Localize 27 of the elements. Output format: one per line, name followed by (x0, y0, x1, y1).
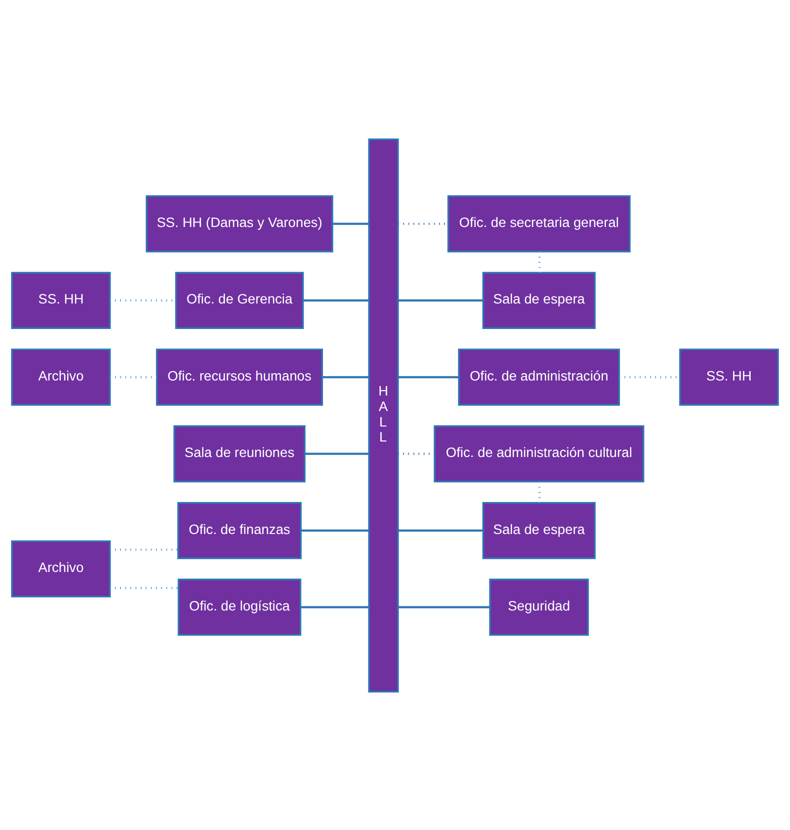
node-box: Ofic. de finanzas (177, 502, 302, 559)
node-box: Ofic. recursos humanos (156, 348, 323, 406)
connector (300, 528, 369, 532)
node-box: Ofic. de secretaria general (447, 194, 631, 252)
connector (398, 606, 490, 608)
node-box: SS. HH (11, 271, 111, 328)
node-box: Archivo (11, 348, 111, 406)
connector (398, 376, 459, 378)
connector (304, 452, 369, 454)
node-box: Sala de espera (482, 502, 596, 559)
node-box: Sala de reuniones (173, 424, 306, 482)
connector (303, 298, 369, 302)
node-box: Archivo (11, 540, 111, 597)
node-box: Seguridad (489, 578, 589, 636)
node-box: Ofic. de administración cultural (434, 424, 644, 482)
node-box: Ofic. de logística (178, 578, 302, 636)
connector (398, 528, 484, 532)
node-box: SS. HH (Damas y Varones) (146, 194, 334, 252)
node-box: Ofic. de Gerencia (175, 271, 304, 328)
connector (322, 376, 369, 378)
node-box: Ofic. de administración (458, 348, 620, 406)
connector (300, 606, 369, 608)
connector (398, 298, 484, 302)
node-box: SS. HH (679, 348, 779, 406)
connector (332, 222, 369, 224)
node-box: HALL (368, 138, 399, 692)
node-box: Sala de espera (482, 271, 596, 328)
